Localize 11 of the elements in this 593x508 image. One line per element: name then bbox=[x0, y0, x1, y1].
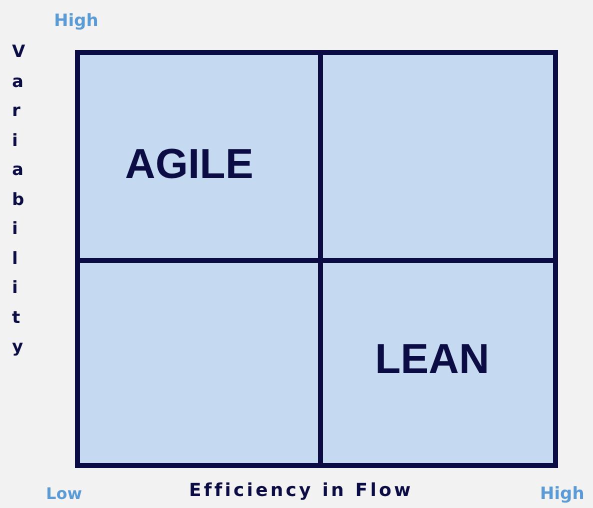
quadrant-label: LEAN bbox=[375, 335, 490, 383]
axis-title: Variability bbox=[12, 41, 29, 359]
axis-end-label: High bbox=[54, 11, 98, 31]
axis-end-label: Low bbox=[46, 484, 82, 503]
quadrant-box bbox=[80, 55, 318, 258]
axis-title: Efficiency in Flow bbox=[189, 480, 414, 501]
empty-quadrant-box bbox=[80, 263, 318, 463]
quadrant-label: AGILE bbox=[125, 140, 254, 188]
axis-end-label: High bbox=[540, 484, 584, 504]
quadrant-box bbox=[323, 263, 553, 463]
empty-quadrant-box bbox=[323, 55, 553, 258]
